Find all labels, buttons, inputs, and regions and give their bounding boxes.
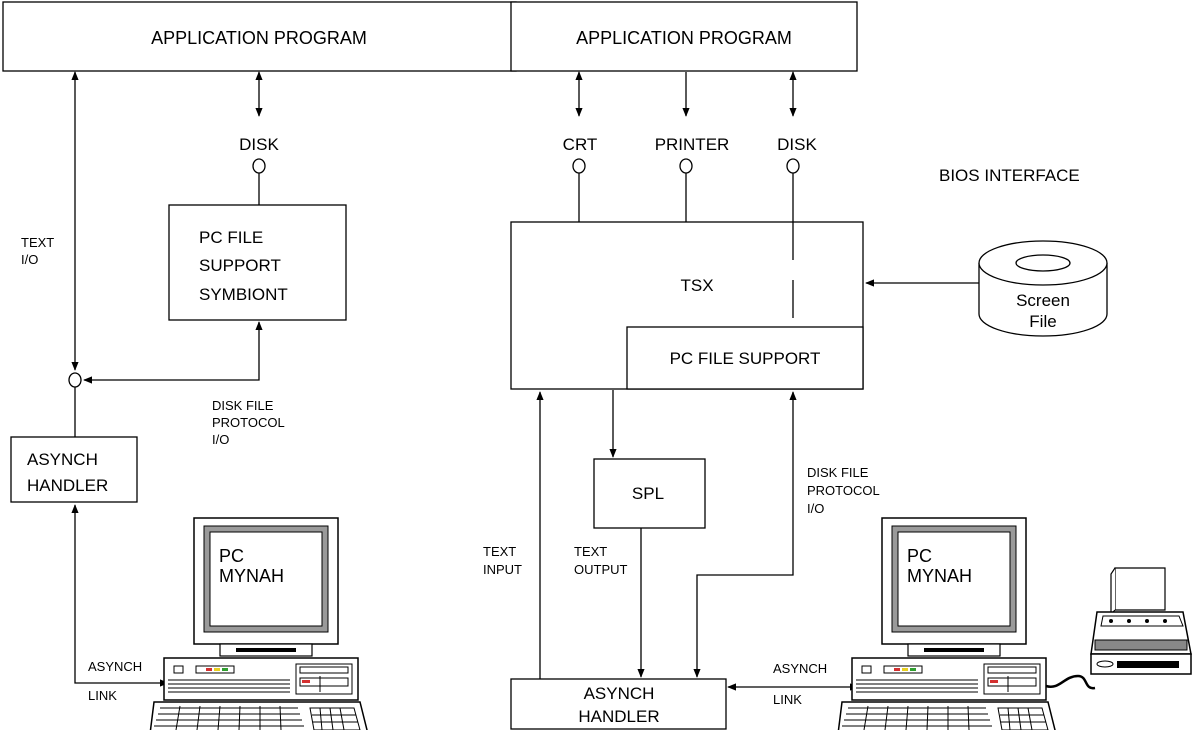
right-dfp-line3: I/O bbox=[807, 501, 824, 516]
right-printer-label: PRINTER bbox=[655, 135, 730, 154]
left-pcfs-line2: SUPPORT bbox=[199, 256, 281, 275]
right-printer-connector bbox=[679, 158, 693, 174]
left-text-io-line1: TEXT bbox=[21, 235, 54, 250]
tsx-label: TSX bbox=[680, 276, 713, 295]
bios-interface-label: BIOS INTERFACE bbox=[939, 166, 1080, 185]
right-screen-line2: MYNAH bbox=[907, 566, 972, 586]
right-computer-icon: PC MYNAH bbox=[837, 517, 1056, 730]
right-disk-label: DISK bbox=[777, 135, 817, 154]
right-app-program-box bbox=[510, 1, 858, 72]
left-pcfs-line1: PC FILE bbox=[199, 228, 263, 247]
printer-cable bbox=[1045, 674, 1096, 690]
text-output-line2: OUTPUT bbox=[574, 562, 628, 577]
left-diagram: APPLICATION PROGRAM DISK PC FILE SUPPORT… bbox=[2, 1, 517, 730]
spl-box bbox=[593, 458, 706, 529]
left-junction-connector bbox=[68, 372, 82, 388]
left-screen-line1: PC bbox=[219, 546, 244, 566]
screen-file-line2: File bbox=[1029, 312, 1056, 331]
pc-file-support-label: PC FILE SUPPORT bbox=[670, 349, 821, 368]
right-asynch-handler-box bbox=[510, 678, 727, 730]
right-asynch-line2: HANDLER bbox=[578, 707, 659, 726]
right-diagram: APPLICATION PROGRAM CRT PRINTER DISK BIO… bbox=[483, 1, 1192, 730]
right-dfp-line1: DISK FILE bbox=[807, 465, 869, 480]
right-crt-connector bbox=[572, 158, 586, 174]
left-computer-icon: PC MYNAH bbox=[149, 517, 368, 730]
right-dfp-line2: PROTOCOL bbox=[807, 483, 880, 498]
text-input-line2: INPUT bbox=[483, 562, 522, 577]
text-output-line1: TEXT bbox=[574, 544, 607, 559]
right-crt-label: CRT bbox=[563, 135, 598, 154]
screen-file-icon: Screen File bbox=[978, 240, 1108, 337]
right-asynch-link-line2: LINK bbox=[773, 692, 802, 707]
left-screen-line2: MYNAH bbox=[219, 566, 284, 586]
left-disk-file-arrow bbox=[83, 321, 263, 384]
left-asynch-link-line1: ASYNCH bbox=[88, 659, 142, 674]
left-disk-label: DISK bbox=[239, 135, 279, 154]
left-app-program-label: APPLICATION PROGRAM bbox=[151, 28, 367, 48]
right-disk-connector bbox=[786, 158, 800, 174]
screen-file-line1: Screen bbox=[1016, 291, 1070, 310]
left-asynch-handler-box bbox=[10, 436, 138, 503]
text-input-line1: TEXT bbox=[483, 544, 516, 559]
right-asynch-link-line1: ASYNCH bbox=[773, 661, 827, 676]
left-pcfs-line3: SYMBIONT bbox=[199, 285, 288, 304]
left-dfp-line1: DISK FILE bbox=[212, 398, 274, 413]
left-asynch-line1: ASYNCH bbox=[27, 450, 98, 469]
printer-icon bbox=[1090, 567, 1192, 675]
right-screen-line1: PC bbox=[907, 546, 932, 566]
left-pcfs-symbiont-box bbox=[168, 204, 347, 321]
left-dfp-line2: PROTOCOL bbox=[212, 415, 285, 430]
left-app-program-box bbox=[2, 1, 517, 72]
left-text-io-line2: I/O bbox=[21, 252, 38, 267]
left-asynch-line2: HANDLER bbox=[27, 476, 108, 495]
spl-label: SPL bbox=[632, 484, 664, 503]
left-asynch-link-arrow bbox=[71, 504, 169, 687]
right-asynch-line1: ASYNCH bbox=[584, 684, 655, 703]
right-disk-file-arrow bbox=[693, 391, 797, 678]
pc-file-support-box bbox=[626, 326, 864, 390]
right-app-program-label: APPLICATION PROGRAM bbox=[576, 28, 792, 48]
left-disk-connector bbox=[252, 158, 266, 174]
left-dfp-line3: I/O bbox=[212, 432, 229, 447]
left-asynch-link-line2: LINK bbox=[88, 688, 117, 703]
